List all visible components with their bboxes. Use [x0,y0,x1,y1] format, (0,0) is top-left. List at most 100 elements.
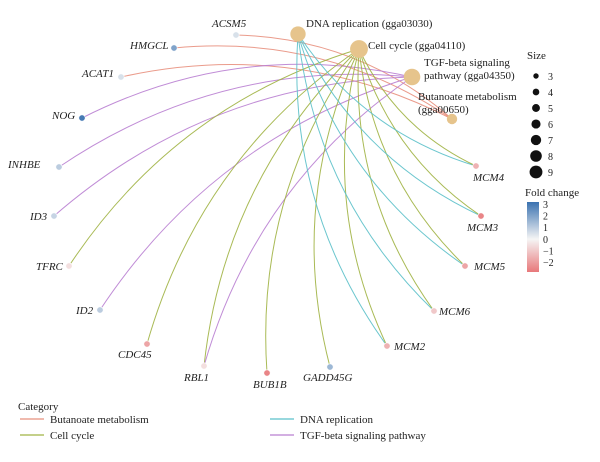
edge-acat1-but [120,64,453,120]
size-legend-label-4: 4 [548,88,553,99]
fold-tick-label-2: 1 [543,223,548,234]
gene-label-bub1b: BUB1B [253,379,287,391]
edge-nog-tgf [81,63,413,119]
gene-label-acsm5: ACSM5 [211,18,247,30]
gene-node-bub1b [263,369,271,377]
category-legend-title: Category [18,401,59,413]
gene-label-mcm5: MCM5 [473,261,506,273]
gene-label-rbl1: RBL1 [183,372,209,384]
edge-cdc45-cc [146,48,360,345]
fold-tick-label-1: 2 [543,212,548,223]
edge-mcm6-cc [357,48,435,312]
gene-node-mcm4 [472,162,480,170]
gene-label-tfrc: TFRC [36,261,64,273]
gene-label-mcm4: MCM4 [472,172,505,184]
size-legend-label-6: 6 [548,120,553,131]
size-legend-dot-7 [530,134,542,146]
gene-node-nog [78,114,86,122]
fold-tick-label-5: −2 [543,258,554,269]
pathway-node-tgf [403,68,421,86]
gene-node-tfrc [65,262,73,270]
gene-label-id2: ID2 [75,305,94,317]
category-label-but: Butanoate metabolism [50,414,149,426]
gene-node-hmgcl [170,44,178,52]
size-legend-title: Size [527,50,546,62]
gene-label-nog: NOG [51,110,75,122]
edge-inhbe-tgf [58,73,413,168]
gene-node-gadd45g [326,363,334,371]
fold-tick-label-4: −1 [543,247,554,258]
size-legend-dot-3 [533,73,539,79]
edge-layer [53,33,482,374]
gene-node-acsm5 [232,31,240,39]
edge-mcm3-dna [297,33,482,217]
edge-mcm3-cc [358,48,482,217]
gene-node-acat1 [117,73,125,81]
gene-label-cdc45: CDC45 [118,349,152,361]
edge-mcm5-cc [358,48,466,267]
pathway-label-tgf-line2: pathway (gga04350) [424,70,515,82]
edge-id2-tgf [99,76,413,311]
pathway-label-dna-line1: DNA replication (gga03030) [306,18,433,30]
category-label-dna: DNA replication [300,414,374,426]
edge-mcm5-dna [297,33,466,267]
pathway-label-tgf-line1: TGF-beta signaling [424,57,510,69]
fold-tick-label-3: 0 [543,235,548,246]
edge-hmgcl-but [173,45,453,120]
pathway-node-dna [290,26,306,42]
size-legend-dot-9 [529,165,543,179]
edge-mcm6-dna [297,33,435,312]
edge-mcm4-cc [358,48,477,167]
gene-node-mcm3 [477,212,485,220]
edge-rbl1-cc [203,48,360,367]
size-legend-dot-8 [530,150,542,162]
gene-node-mcm6 [430,307,438,315]
gene-label-mcm2: MCM2 [393,341,426,353]
gene-node-id3 [50,212,58,220]
edge-bub1b-cc [265,48,360,374]
edge-mcm2-dna [296,33,388,347]
size-legend-label-7: 7 [548,136,553,147]
gene-label-inhbe: INHBE [7,159,41,171]
size-legend-dot-6 [531,119,541,129]
gene-label-hmgcl: HMGCL [129,40,169,52]
fold-tick-label-0: 3 [543,200,548,211]
pathway-label-but-line1: Butanoate metabolism [418,91,517,103]
gene-label-id3: ID3 [29,211,48,223]
size-legend-label-5: 5 [548,104,553,115]
edge-mcm4-dna [297,33,477,167]
category-label-cc: Cell cycle [50,430,94,442]
size-legend-label-8: 8 [548,152,553,163]
edge-mcm2-cc [343,48,388,347]
size-legend-label-3: 3 [548,72,553,83]
gene-node-mcm2 [383,342,391,350]
edge-acsm5-but [235,34,453,120]
gene-node-inhbe [55,163,63,171]
pathway-label-cc-line1: Cell cycle (gga04110) [368,40,466,52]
gene-node-cdc45 [143,340,151,348]
pathway-node-cc [350,40,368,58]
size-legend: Size 3 4 5 6 7 8 9 [527,50,553,179]
edge-rbl1-tgf [203,76,413,367]
edge-gadd45g-cc [313,48,360,368]
gene-label-mcm6: MCM6 [438,306,471,318]
gene-node-id2 [96,306,104,314]
gene-node-mcm5 [461,262,469,270]
pathway-label-but-line2: (gga00650) [418,104,469,116]
size-legend-label-9: 9 [548,168,553,179]
edge-tfrc-cc [68,48,360,267]
gene-node-rbl1 [200,362,208,370]
size-legend-dot-4 [532,88,540,96]
size-legend-dot-5 [532,104,540,112]
fold-change-colorbar [527,202,539,272]
gene-label-gadd45g: GADD45G [303,372,353,384]
gene-label-mcm3: MCM3 [466,222,499,234]
pathway-node-but [446,113,458,125]
pathway-node-layer: DNA replication (gga03030) Cell cycle (gg… [290,18,517,125]
gene-label-acat1: ACAT1 [81,68,114,80]
fold-change-legend-title: Fold change [525,187,579,199]
category-label-tgf: TGF-beta signaling pathway [300,430,426,442]
